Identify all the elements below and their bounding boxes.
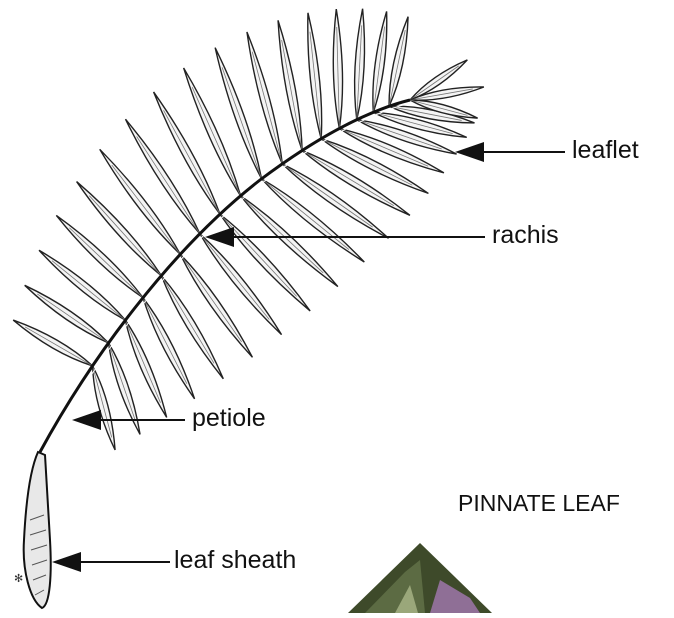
photo-thumbnail-corner: [348, 543, 492, 613]
leaflet-label: leaflet: [572, 138, 639, 163]
leaflet-midrib: [241, 196, 324, 273]
leaflet-midrib: [282, 164, 372, 227]
artist-mark: ✻: [14, 572, 23, 585]
leaflet-arrow: [455, 142, 565, 162]
leaflet-midrib: [339, 129, 428, 167]
leaflet-midrib: [321, 139, 412, 185]
leaf-sheath-arrow: [52, 552, 170, 572]
leaflet-midrib: [252, 52, 282, 164]
leaflet-midrib: [200, 234, 269, 320]
leaf-sheath-shape: [24, 452, 51, 608]
leaflet-midrib: [125, 320, 160, 403]
diagram-title: PINNATE LEAF: [458, 490, 620, 517]
petiole-label: petiole: [192, 406, 266, 431]
leaflet-midrib: [109, 343, 136, 421]
petiole-arrow: [72, 410, 185, 430]
leaflet-midrib: [262, 179, 349, 250]
leaf-sheath-label: leaf sheath: [174, 548, 296, 573]
leaflet-midrib: [282, 40, 303, 151]
leaflet-midrib: [25, 327, 92, 366]
leaflet-midrib: [389, 30, 405, 106]
leaflet-midrib: [302, 151, 394, 206]
leaflet-midrib: [220, 214, 297, 296]
leaflet-group: [13, 9, 484, 450]
rachis-label: rachis: [492, 223, 559, 248]
